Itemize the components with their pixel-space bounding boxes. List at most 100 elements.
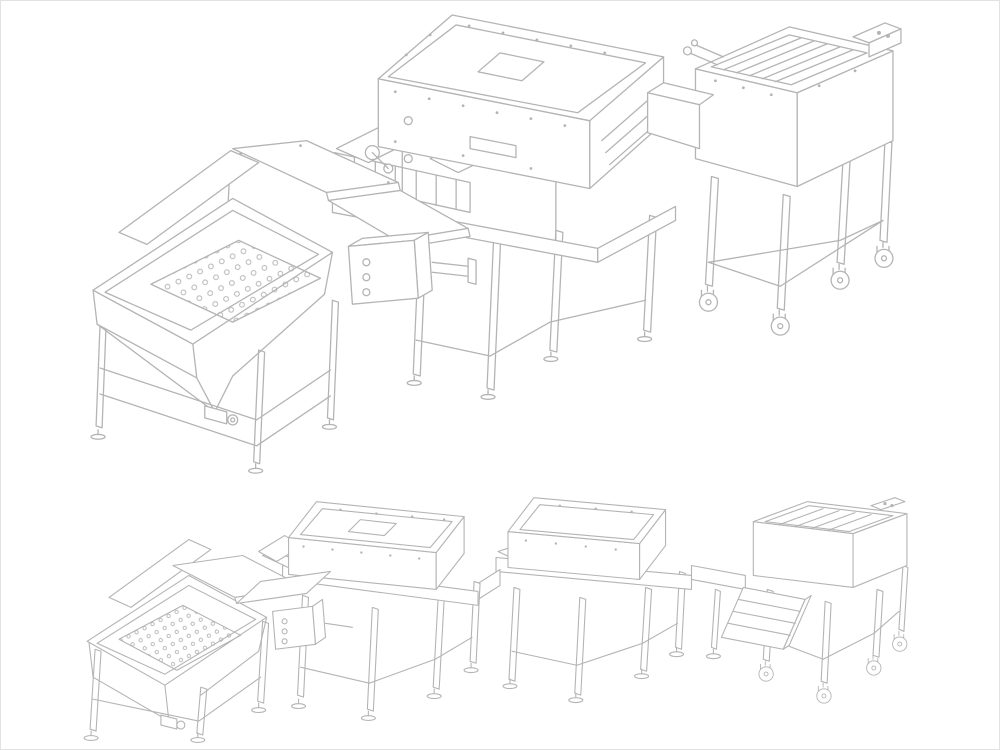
control-box-front (272, 605, 317, 650)
hopper-leg (326, 299, 340, 421)
module-head-top-border (299, 508, 453, 549)
outfeed-top-opening (764, 505, 894, 533)
outfeed-machine-b (690, 497, 909, 704)
bolt (442, 518, 446, 521)
hopper-back-wall (108, 539, 212, 608)
linkage-pivot (682, 46, 693, 56)
module-leg (574, 596, 587, 696)
hopper-leg (196, 686, 208, 736)
bolt (603, 51, 607, 55)
bolt (529, 117, 533, 121)
caster-wheel (816, 682, 832, 704)
caster-wheel (830, 263, 850, 290)
drain-valve (204, 405, 228, 425)
control-box-front (347, 239, 419, 305)
machine-foot (705, 648, 722, 660)
outfeed-top-opening (710, 34, 868, 86)
bolt (563, 124, 567, 128)
module-head-top-border (519, 504, 655, 541)
hopper-brace (198, 676, 262, 722)
outfeed-leg (776, 193, 791, 311)
drain-valve (160, 714, 178, 730)
hopper-brace (256, 369, 332, 421)
bolt (467, 24, 471, 28)
bolt (501, 31, 505, 35)
bolt (554, 542, 558, 545)
sorter-leg (486, 228, 502, 391)
sorter-head-top-border (387, 24, 647, 114)
bolt (630, 510, 633, 513)
perforated-tray (150, 239, 322, 323)
outfeed-leg (879, 139, 893, 244)
sorter-head-hatch (477, 52, 545, 82)
module-rail (511, 650, 578, 666)
bolt (389, 554, 392, 557)
outfeed-rail (822, 632, 875, 660)
caster-wheel (866, 654, 882, 676)
chute-slat (732, 610, 796, 624)
bolt (614, 548, 617, 551)
outfeed-leg (898, 564, 909, 632)
hopper-funnel (96, 251, 334, 413)
bolt (853, 69, 857, 73)
infeed-hopper-b (83, 539, 353, 744)
bolt (299, 144, 302, 148)
sorter-leg (642, 214, 658, 333)
drain-valve-cap (176, 720, 186, 730)
indicator-dot (885, 33, 890, 38)
outfeed-rail (873, 610, 900, 634)
outfeed-roller (722, 37, 802, 71)
outfeed-rail (779, 219, 884, 287)
infeed-hopper (90, 139, 477, 474)
corner-link (371, 151, 389, 170)
module-head-top (288, 501, 465, 554)
discharge-chute (720, 586, 806, 650)
linkage-arm (688, 52, 719, 66)
caster-wheel (892, 630, 908, 652)
indicator-dot (883, 502, 887, 506)
hopper-funnel (88, 616, 268, 722)
perforated-tray (118, 604, 242, 671)
bolt (524, 539, 528, 542)
module-leg (640, 586, 653, 672)
hopper-brace (99, 393, 258, 447)
module-rail (368, 658, 436, 684)
outfeed-roller (810, 512, 856, 530)
vent-line (605, 110, 655, 154)
outfeed-leg (872, 588, 884, 658)
control-box-mount (467, 257, 477, 285)
hopper-back-wall (118, 149, 260, 245)
module-leg (508, 586, 521, 682)
machine-foot (636, 331, 653, 343)
latch (403, 153, 413, 164)
control-knob (362, 273, 371, 282)
module-leg (432, 596, 445, 690)
outfeed-body-top (694, 26, 894, 94)
feed-chute (236, 570, 332, 604)
outfeed-roller (826, 514, 872, 532)
handle (469, 135, 517, 159)
bolt (375, 512, 378, 515)
outfeed-rail (839, 219, 884, 242)
bolt (569, 44, 573, 48)
control-box-arm (431, 271, 469, 277)
linkage-arm (694, 44, 725, 58)
bolt (239, 152, 243, 155)
outfeed-control-pod (870, 497, 906, 511)
outfeed-body-top (752, 501, 908, 535)
bolt (360, 551, 363, 554)
outfeed-roller (778, 508, 824, 526)
sorter-module-1 (258, 501, 481, 722)
bottom-assembly (83, 497, 909, 744)
top-assembly (90, 14, 902, 474)
sorter-rail (489, 321, 551, 357)
outfeed-roller (735, 40, 815, 74)
sorter-rail (549, 299, 647, 323)
bolt (418, 557, 421, 560)
module-rail (434, 636, 473, 660)
drain-valve-cap (227, 414, 239, 426)
drain-valve-cap (230, 417, 236, 423)
control-box-arm (431, 261, 469, 267)
bolt (535, 38, 539, 42)
chute-slat (737, 598, 801, 612)
